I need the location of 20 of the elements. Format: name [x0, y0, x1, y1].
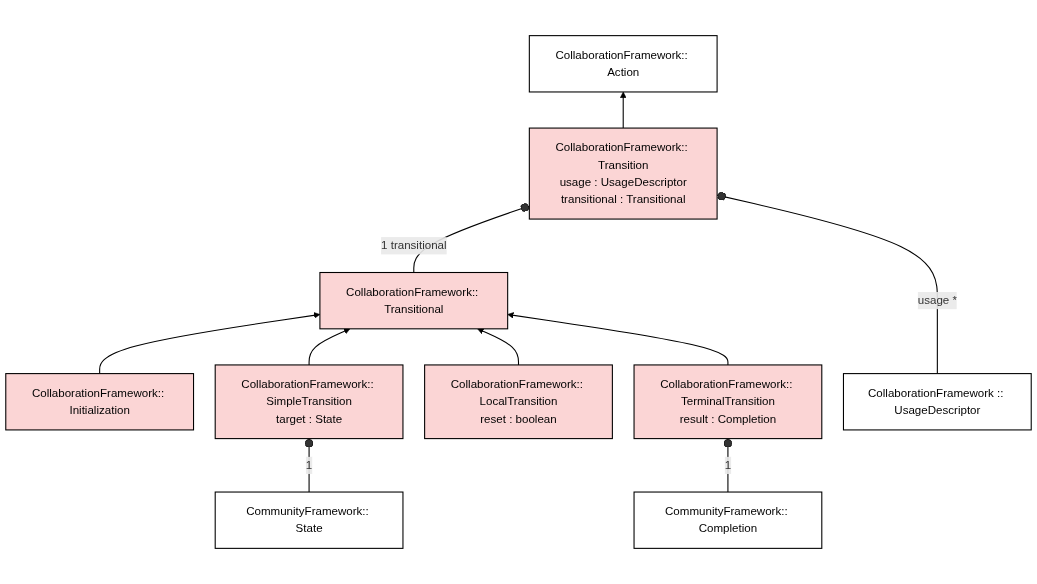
- arrow: [507, 312, 729, 366]
- node-box: CommunityFramework:: Completion: [633, 491, 823, 549]
- arrow: [477, 328, 520, 366]
- node-box: CollaborationFramework:: LocalTransition reset : boolean: [424, 364, 613, 440]
- connector: [723, 438, 733, 493]
- edge-label: usage *: [917, 294, 957, 307]
- node-box: CollaborationFramework:: Action: [528, 35, 718, 93]
- edge-label: 1: [724, 458, 732, 472]
- connector: [304, 438, 314, 493]
- arrow: [620, 91, 627, 129]
- node-box: CollaborationFramework:: Transitional: [319, 271, 509, 330]
- node-box: CollaborationFramework:: Initialization: [5, 373, 195, 431]
- node-box: CollaborationFramework :: UsageDescriptor: [842, 373, 1032, 431]
- node-box: CommunityFramework:: State: [214, 491, 404, 549]
- edge-label: 1: [305, 458, 313, 472]
- node-box: CollaborationFramework:: Transition usage : UsageDescriptor transitional : Transitional: [528, 127, 718, 220]
- node-box: CollaborationFramework:: TerminalTransition result : Completion: [633, 364, 823, 440]
- node-box: CollaborationFramework:: SimpleTransition target : State: [214, 364, 404, 440]
- arrow: [308, 328, 351, 366]
- edge-label: 1 transitional: [381, 239, 447, 252]
